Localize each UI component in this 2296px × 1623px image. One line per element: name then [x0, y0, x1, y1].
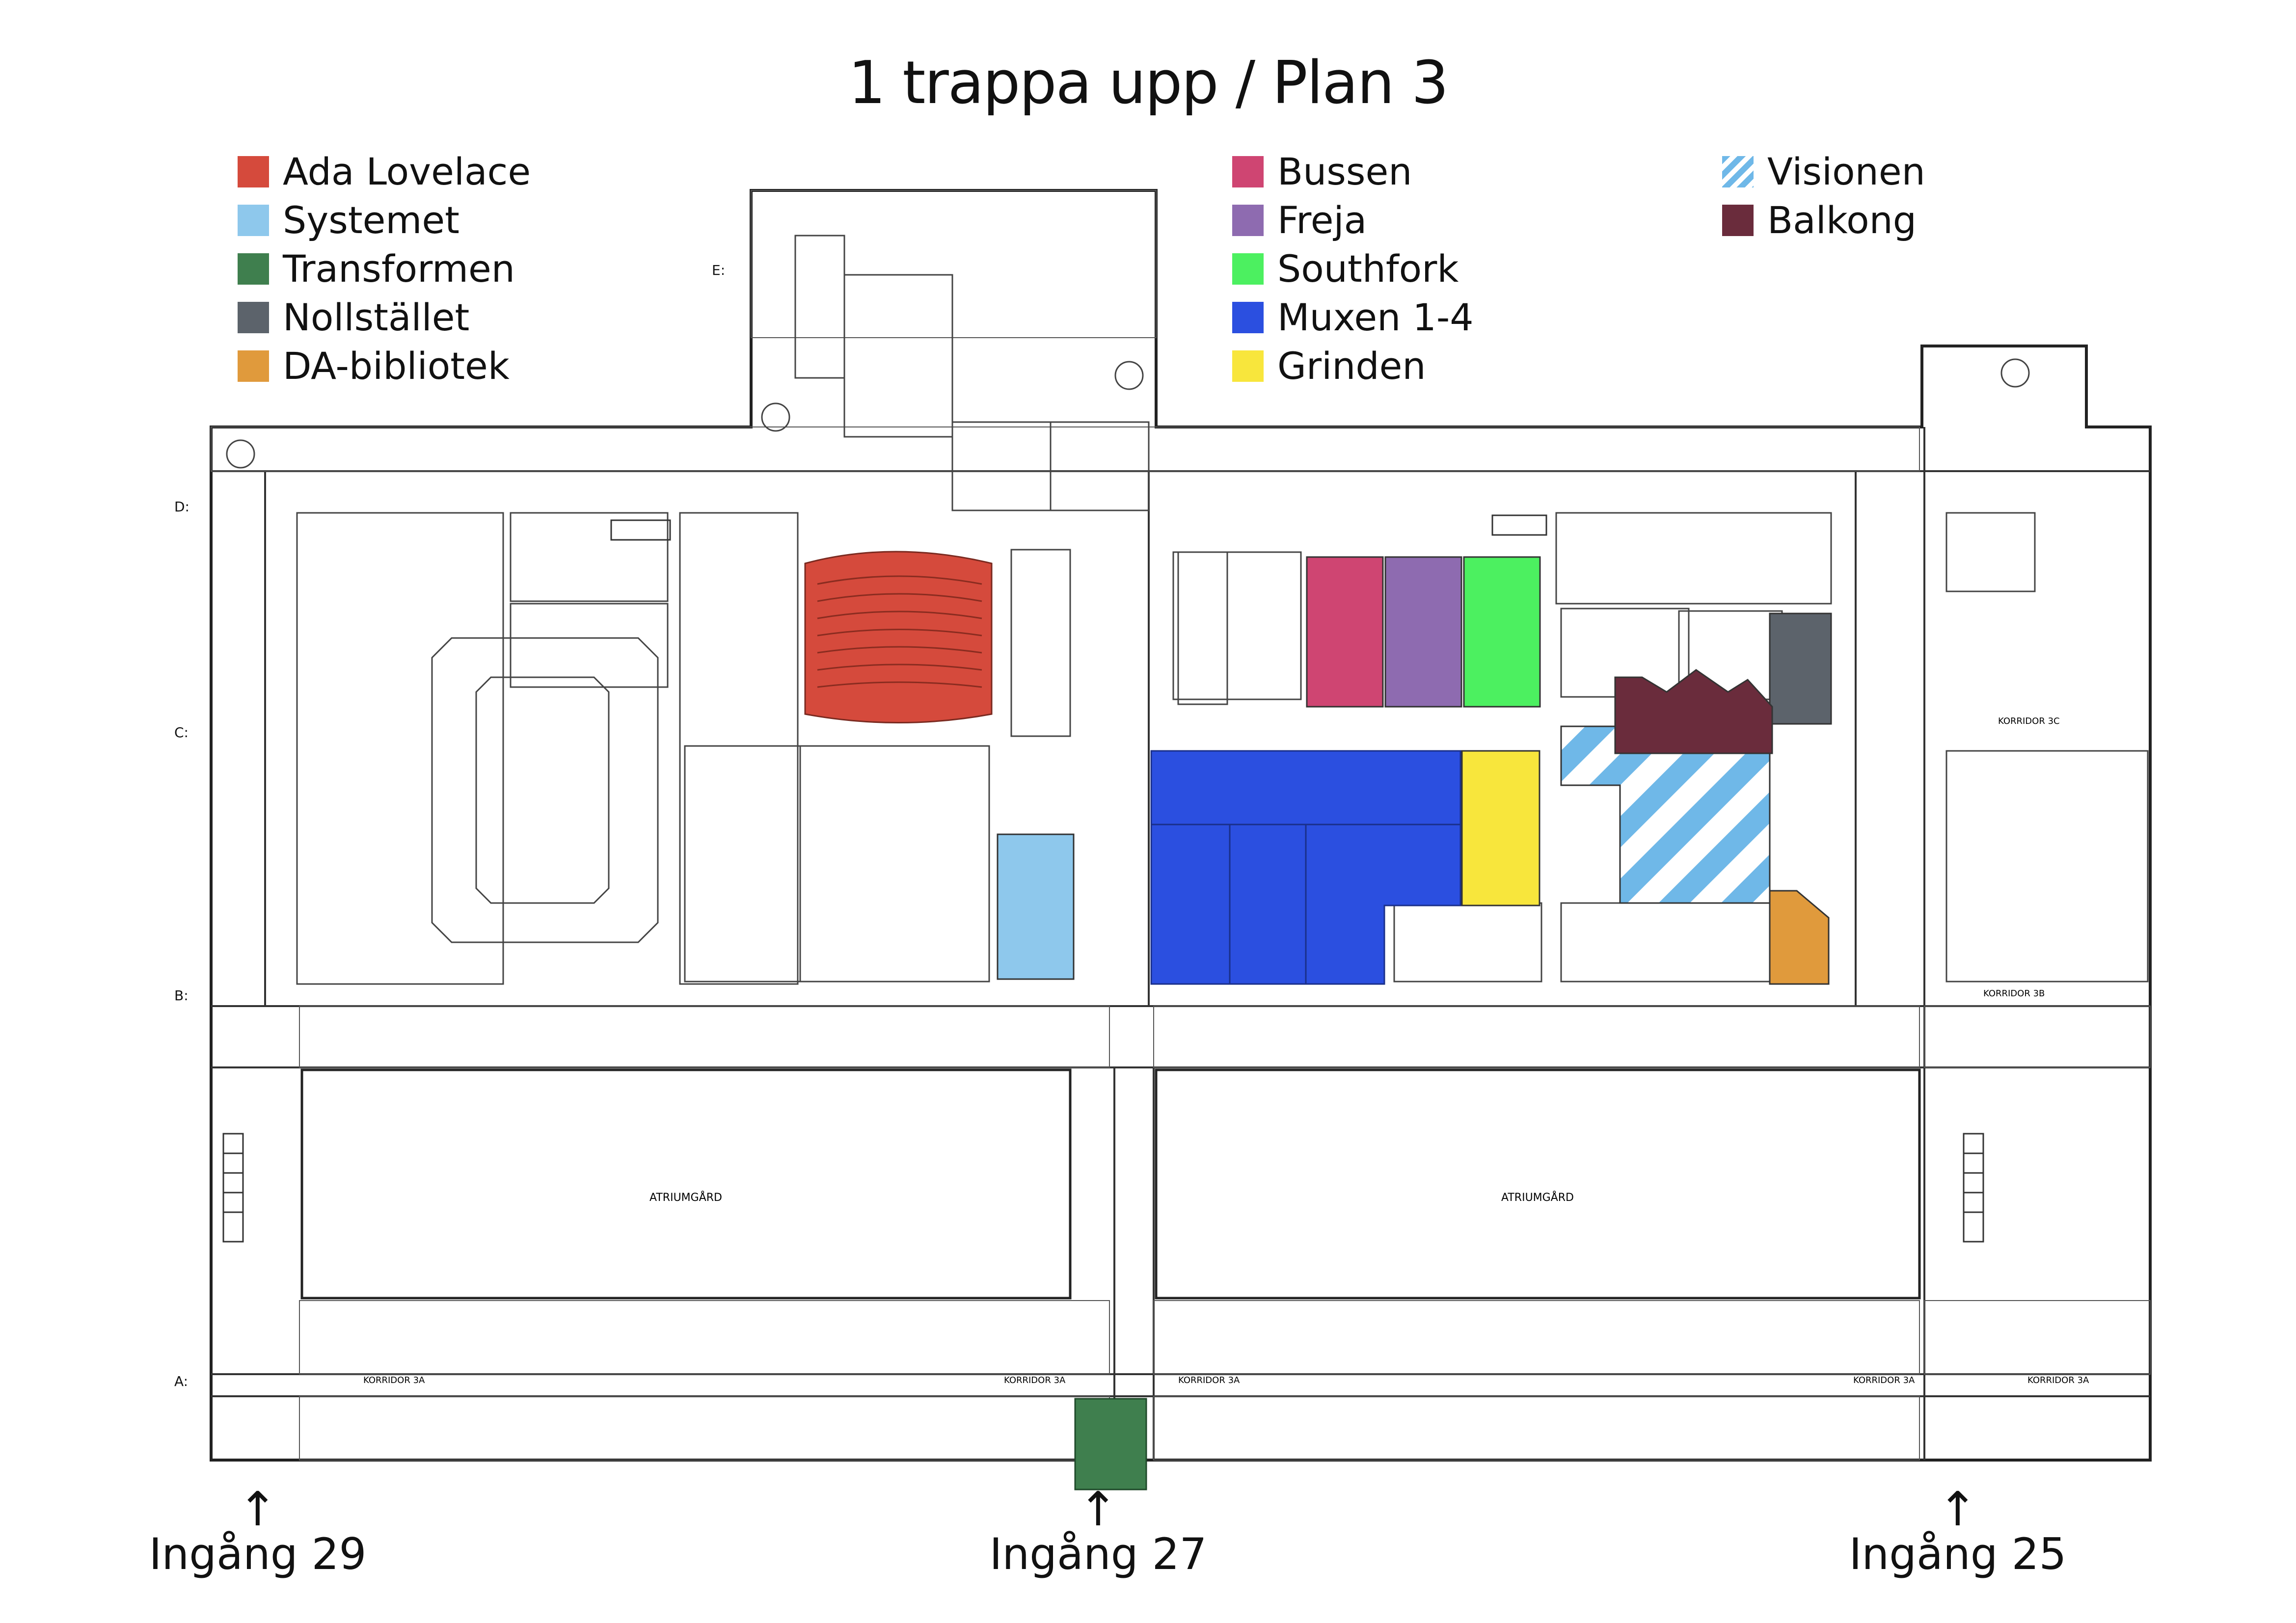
room-transformen [1074, 1398, 1147, 1490]
courtyards [300, 1068, 1921, 1300]
legend-swatch [1232, 156, 1264, 187]
arrow-up-icon: ↑ [1078, 1482, 1118, 1537]
courtyard-east [1155, 1068, 1921, 1300]
legend-label: Visionen [1767, 150, 1925, 193]
legend-column-3: Visionen Balkong [1722, 147, 1925, 244]
row-marker-d: D: [174, 499, 189, 515]
legend-swatch [1232, 204, 1264, 236]
legend-label: Grinden [1277, 344, 1426, 388]
legend-swatch [238, 253, 269, 285]
room-nollstallet [1769, 612, 1832, 725]
entrance-label: Ingång 25 [1849, 1529, 2067, 1579]
legend-swatch [1232, 350, 1264, 382]
legend-item-visionen: Visionen [1722, 147, 1925, 196]
entrance-29: ↑ Ingång 29 [130, 1482, 385, 1579]
room-bussen [1306, 556, 1384, 708]
courtyard-label: ATRIUMGÅRD [649, 1191, 722, 1204]
legend-label: Bussen [1277, 150, 1412, 193]
legend-item-freja: Freja [1232, 196, 1474, 244]
legend-swatch [238, 204, 269, 236]
legend-swatch [1722, 156, 1754, 187]
legend-label: Transformen [283, 247, 515, 291]
corridor-label: KORRIDOR 3C [1998, 716, 2060, 726]
legend-item-muxen: Muxen 1-4 [1232, 293, 1474, 342]
legend-swatch [238, 156, 269, 187]
row-marker-c: C: [174, 724, 189, 741]
room-grinden [1461, 750, 1540, 906]
courtyard-west [300, 1068, 1072, 1300]
legend-label: Nollstället [283, 295, 470, 339]
room-ada-lovelace [804, 551, 993, 723]
legend-item-bussen: Bussen [1232, 147, 1474, 196]
row-marker-e: E: [712, 262, 726, 278]
arrow-up-icon: ↑ [1938, 1482, 1978, 1537]
legend-label: DA-bibliotek [283, 344, 510, 388]
corridor-label: KORRIDOR 3A [1178, 1375, 1240, 1385]
corridor-label: KORRIDOR 3A [363, 1375, 425, 1385]
room-southfork [1463, 556, 1541, 708]
legend-label: Muxen 1-4 [1277, 295, 1474, 339]
legend-swatch [238, 350, 269, 382]
room-muxen [1150, 750, 1461, 985]
arrow-up-icon: ↑ [238, 1482, 278, 1537]
corridor-label: KORRIDOR 3A [1853, 1375, 1915, 1385]
entrance-label: Ingång 27 [989, 1529, 1207, 1579]
legend-label: Southfork [1277, 247, 1459, 291]
legend-swatch [1232, 253, 1264, 285]
row-marker-a: A: [174, 1373, 189, 1389]
west-wing-rooms [296, 512, 990, 985]
corridor-label: KORRIDOR 3B [1983, 988, 2045, 999]
legend-item-balkong: Balkong [1722, 196, 1925, 244]
legend-item-nollstallet: Nollstället [238, 293, 531, 342]
corridor-label: KORRIDOR 3A [1004, 1375, 1066, 1385]
room-balkong [1614, 669, 1773, 754]
legend-item-southfork: Southfork [1232, 244, 1474, 293]
office-rows [211, 190, 2151, 1461]
corridor-label: KORRIDOR 3A [2027, 1375, 2089, 1385]
legend-column-1: Ada Lovelace Systemet Transformen Nollst… [238, 147, 531, 390]
legend-item-da-bibliotek: DA-bibliotek [238, 342, 531, 390]
legend-label: Ada Lovelace [283, 150, 531, 193]
entrance-25: ↑ Ingång 25 [1830, 1482, 2085, 1579]
legend-item-transformen: Transformen [238, 244, 531, 293]
legend-column-2: Bussen Freja Southfork Muxen 1-4 Grinden [1232, 147, 1474, 390]
room-freja [1384, 556, 1462, 708]
room-systemet [997, 833, 1075, 980]
courtyard-label: ATRIUMGÅRD [1501, 1191, 1574, 1204]
legend-item-systemet: Systemet [238, 196, 531, 244]
legend-swatch [1232, 301, 1264, 333]
row-marker-b: B: [174, 987, 189, 1004]
legend-label: Systemet [283, 198, 459, 242]
legend-item-grinden: Grinden [1232, 342, 1474, 390]
legend-label: Freja [1277, 198, 1367, 242]
auditorium-seating-rows [817, 575, 982, 688]
room-da-bibliotek [1769, 890, 1830, 985]
legend-swatch [238, 301, 269, 333]
stair-hatching [222, 514, 1984, 1243]
page-title: 1 trappa upp / Plan 3 [848, 49, 1449, 117]
entrance-label: Ingång 29 [149, 1529, 367, 1579]
legend-label: Balkong [1767, 198, 1917, 242]
legend-item-ada-lovelace: Ada Lovelace [238, 147, 531, 196]
entrance-27: ↑ Ingång 27 [971, 1482, 1226, 1579]
north-block-rooms [226, 235, 2030, 737]
muxen-partitions [1151, 824, 1460, 984]
legend-swatch [1722, 204, 1754, 236]
